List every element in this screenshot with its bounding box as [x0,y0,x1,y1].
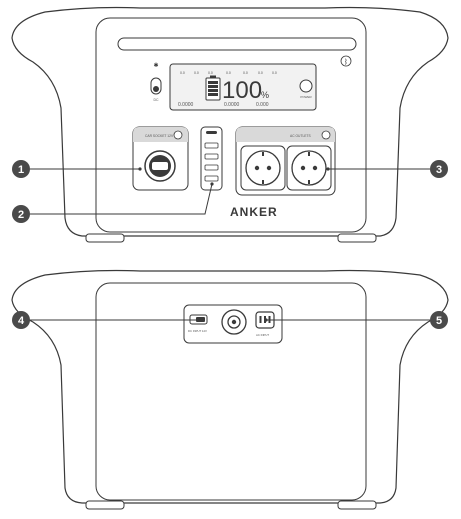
ac-outlet-left-pin [266,165,272,171]
dc-switch-knob [153,86,159,92]
handle-slot [117,37,357,51]
front-body-outline [11,6,449,237]
rear-face-panel [95,282,367,501]
switch-label: DC [153,98,159,102]
ac-outlets-label: AC OUTLETS [290,134,312,138]
display-top-label: 0.0 [194,71,199,75]
car-socket-label: CAR SOCKET 12V [145,134,174,138]
callout-1-target [138,167,142,171]
ac-outlet-left-pin [254,165,260,171]
front-foot-left [85,233,125,243]
port5-label: AC INPUT [256,333,269,337]
power-button-label: POWER [300,95,312,99]
display-top-labels: 0.0 0.0 0.0 0.0 0.0 0.0 0.0 [180,71,277,75]
car-socket-header [133,127,188,142]
ac-outlet-right-pin [300,165,306,171]
ac-input-pin [259,316,262,323]
ac-outlet-right [291,150,327,186]
callout-4-target [198,318,202,322]
ac-outlet-right-pin [312,165,318,171]
callout-5-marker [430,311,448,329]
ac-outlets-button[interactable] [321,130,331,140]
battery-percentage: 100 [222,77,262,104]
callout-2-target [210,182,214,186]
callout-4-marker [12,311,30,329]
callout-3-number: 3 [436,164,442,176]
callout-4-number: 4 [18,315,25,327]
port4-label: DC INPUT 12V [188,329,207,333]
rear-foot-right [337,500,377,510]
usb-a-port [204,175,219,182]
ac-outlet-right-ground [308,180,310,184]
ac-outlet-left [245,150,281,186]
front-face-panel [95,17,367,233]
callout-2-leader [30,183,213,215]
display-readout: 0.0000 [224,102,240,108]
usb-a-port [204,153,219,160]
callouts: 1 2 3 4 5 [12,160,448,329]
battery-icon [205,75,221,101]
car-socket-button[interactable] [173,130,183,140]
display-top-label: 0.0 [180,71,185,75]
display-top-label: 0.0 [258,71,263,75]
display-top-label: 0.0 [243,71,248,75]
percent-sign: % [261,90,269,100]
callout-1-marker [12,160,30,178]
power-button[interactable] [299,79,313,93]
usb-a-port [204,142,219,149]
front-foot-right [337,233,377,243]
rear-view: DC INPUT 12V AC INPUT [11,269,449,510]
display-readout: 0.0000 [178,102,194,108]
callout-2-marker [12,205,30,223]
usb-c-port [206,131,217,134]
switch-top-icon: ✱ [153,62,158,69]
ac-outlets-header [236,127,335,142]
bluetooth-icon [340,55,352,67]
ac-outlet-right-ground [308,152,310,156]
display-top-label: 0.0 [208,71,213,75]
rear-foot-left [85,500,125,510]
display-readout: 0.000 [256,102,269,108]
callout-1-number: 1 [18,164,24,176]
car-socket-cap [152,162,168,170]
callout-3-target [326,167,330,171]
bluetooth-symbol: ᛒ [344,58,348,66]
ac-outlet-left-ground [262,180,264,184]
callout-2-number: 2 [18,209,24,221]
brand-logo: ANKER [230,205,278,219]
display-top-label: 0.0 [226,71,231,75]
usb-a-port [204,164,219,171]
display-top-label: 0.0 [272,71,277,75]
anderson-port-center [231,319,237,325]
callout-5-number: 5 [436,315,442,327]
ac-outlet-left-ground [262,152,264,156]
callout-3-marker [430,160,448,178]
front-view: ᛒ ✱ DC 0.0 0.0 0.0 0.0 0.0 0.0 0.0 100 %… [11,6,449,243]
callout-5-target [264,318,268,322]
